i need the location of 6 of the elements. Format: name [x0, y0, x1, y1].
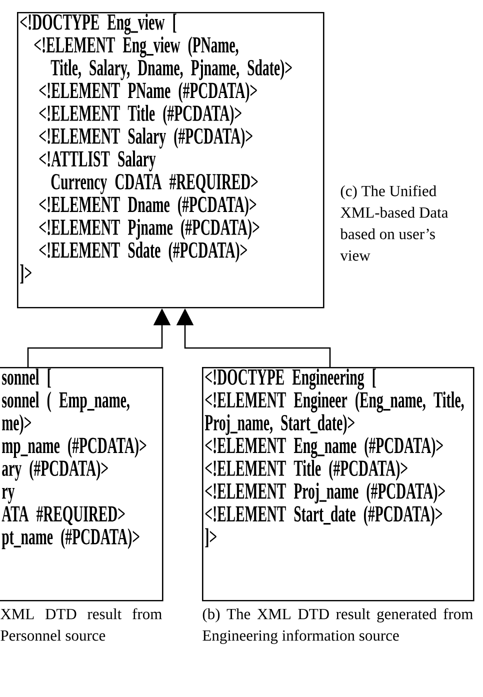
node-label: (b) The XML DTD result generated from Engineering information source: [202, 608, 473, 644]
dtd-box: <!DOCTYPE Engineering [ <!ELEMENT Engineer (Eng_name, Title, Proj_name, Start_date)> <!ELEMENT Eng_name (#PCDATA)> <!ELEMENT Title (#PCDATA)> <!ELEMENT Proj_name (#PCDATA)> <!ELEMENT Start_date (#PCDATA)> ]>: [202, 367, 474, 602]
node-label: (c) The Unified XML-based Data based on user’s view: [340, 185, 448, 261]
dtd-box: <!DOCTYPE Eng_view [ <!ELEMENT Eng_view (PName, Title, Salary, Dname, Pjname, Sdate)> <!ELEMENT PName (#PCDATA)> <!ELEMENT Title (#PCDATA)> <!ELEMENT Salary (#PCDATA)> <!ATTLIST Salary Currency CDATA #REQUIRED> <!ELEMENT Dname (#PCDATA)> <!ELEMENT Pjname (#PCDATA)> <!ELEMENT Sdate (#PCDATA)> ]>: [17, 12, 324, 308]
dtd-box: sonnel [ sonnel ( Emp_name, me)> mp_name (#PCDATA)> ary (#PCDATA)> ry ATA #REQUIRED> pt_name (#PCDATA)>: [0, 367, 164, 602]
node-label: XML DTD result from Personnel source: [0, 608, 162, 641]
